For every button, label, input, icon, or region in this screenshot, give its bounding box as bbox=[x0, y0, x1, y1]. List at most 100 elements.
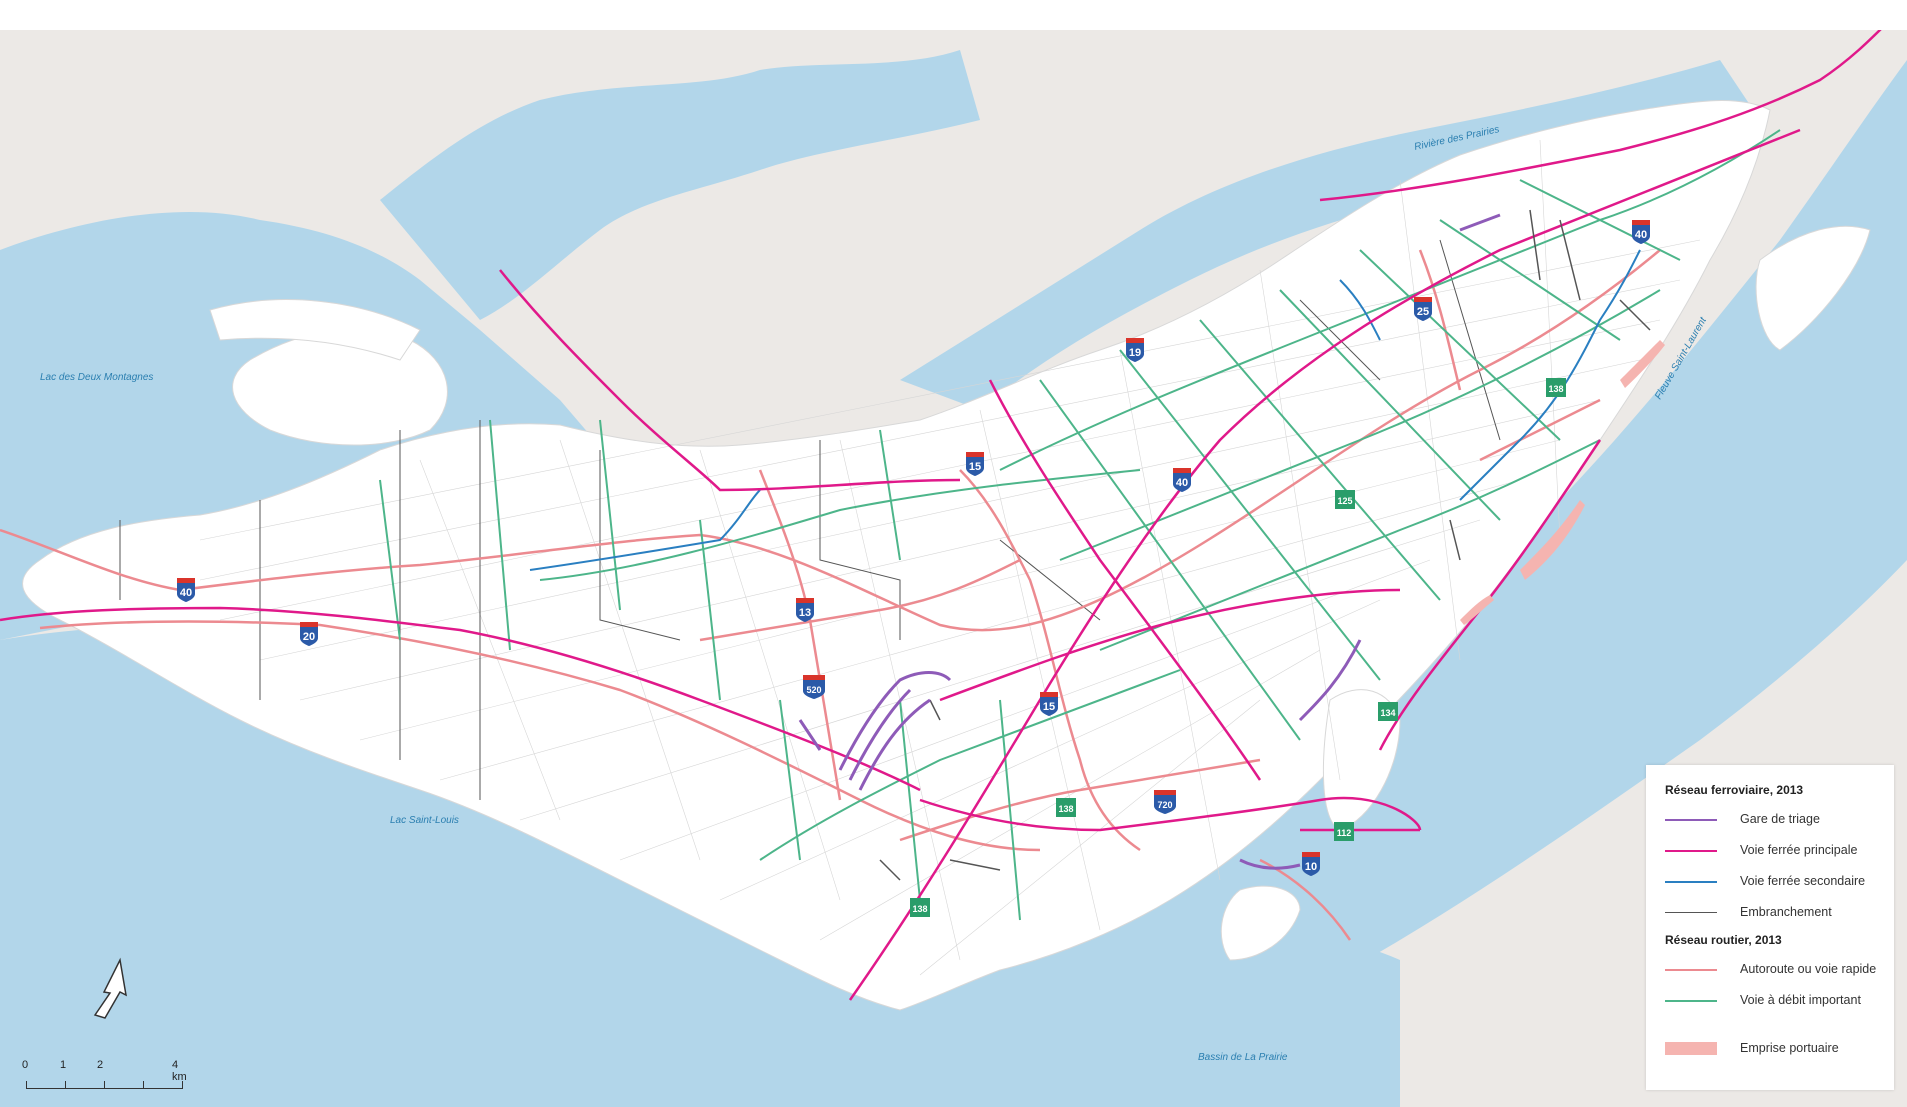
scale-tick bbox=[104, 1081, 105, 1089]
shield-r138-center-icon: 138 bbox=[1056, 798, 1076, 817]
islands bbox=[22, 100, 1871, 1011]
legend-symbol-port bbox=[1665, 1042, 1717, 1055]
yard-hochelaga bbox=[1459, 213, 1501, 232]
rail-cn-north bbox=[499, 269, 961, 492]
legend-symbol-arterial bbox=[1665, 1000, 1717, 1002]
legend-label: Voie à débit important bbox=[1740, 993, 1861, 1007]
rail-central-north bbox=[988, 379, 1262, 781]
rail-yards bbox=[798, 213, 1501, 870]
svg-text:40: 40 bbox=[1635, 229, 1647, 241]
legend-symbol-yard bbox=[1665, 819, 1717, 821]
upper-river-water bbox=[380, 50, 980, 320]
legend-label: Autoroute ou voie rapide bbox=[1740, 962, 1877, 976]
main-rail-network bbox=[0, 30, 1882, 1001]
scale-tick bbox=[65, 1081, 66, 1089]
shield-a520-icon: 520 bbox=[803, 675, 825, 699]
svg-text:40: 40 bbox=[180, 587, 192, 599]
rail-spurs bbox=[879, 209, 1651, 881]
fleuve-saint-laurent-water bbox=[700, 60, 1907, 1107]
svg-text:520: 520 bbox=[806, 685, 821, 695]
legend-item-voie-secondaire: Voie ferrée secondaire bbox=[1665, 872, 1890, 892]
svg-text:40: 40 bbox=[1176, 477, 1188, 489]
shield-a40-east-icon: 40 bbox=[1632, 220, 1650, 244]
shield-a720-icon: 720 bbox=[1154, 790, 1176, 814]
highway-13 bbox=[758, 469, 842, 801]
legend-label: Gare de triage bbox=[1740, 812, 1820, 826]
legend-item-voie-principale: Voie ferrée principale bbox=[1665, 841, 1890, 861]
rail-crosstown bbox=[939, 588, 1401, 702]
shield-a25-icon: 25 bbox=[1414, 297, 1432, 321]
legend-label: Emprise portuaire bbox=[1740, 1041, 1839, 1055]
svg-text:138: 138 bbox=[912, 904, 927, 914]
rail-diagonal-main bbox=[848, 128, 1801, 1001]
legend-symbol-main-rail bbox=[1665, 850, 1717, 852]
svg-text:125: 125 bbox=[1337, 496, 1352, 506]
legend-item-voie-debit: Voie à débit important bbox=[1665, 991, 1890, 1011]
shield-r138-east-icon: 138 bbox=[1546, 378, 1566, 397]
scale-tick bbox=[182, 1081, 183, 1089]
yard-turcot bbox=[838, 671, 952, 791]
shield-r112-icon: 112 bbox=[1334, 822, 1354, 841]
legend-item-emprise-portuaire: Emprise portuaire bbox=[1665, 1039, 1890, 1059]
map-legend: Réseau ferroviaire, 2013 Gare de triage … bbox=[1646, 765, 1894, 1090]
municipal-boundaries bbox=[119, 239, 1501, 800]
legend-label: Voie ferrée principale bbox=[1740, 843, 1858, 857]
shield-a20-icon: 20 bbox=[300, 622, 318, 646]
highway-20 bbox=[39, 620, 1041, 852]
interstate-shields: 40 20 13 520 15 15 19 40 25 40 bbox=[177, 220, 1650, 876]
montreal-transport-map: Lac des Deux Montagnes Rivière des Prair… bbox=[0, 30, 1907, 1107]
svg-text:25: 25 bbox=[1417, 306, 1429, 318]
bassin-la-prairie-water bbox=[860, 931, 1400, 1107]
svg-text:15: 15 bbox=[1043, 701, 1055, 713]
svg-text:19: 19 bbox=[1129, 347, 1141, 359]
svg-text:15: 15 bbox=[969, 461, 981, 473]
rail-northeast-main bbox=[1319, 30, 1882, 202]
shield-r125-icon: 125 bbox=[1335, 490, 1355, 509]
scale-label-1: 1 bbox=[60, 1059, 67, 1071]
legend-road-title: Réseau routier, 2013 bbox=[1665, 933, 1782, 947]
shield-a15-north-icon: 15 bbox=[966, 452, 984, 476]
yard-pointe-st-charles bbox=[1239, 858, 1301, 870]
legend-label: Voie ferrée secondaire bbox=[1740, 874, 1866, 888]
highway-25 bbox=[1418, 249, 1462, 391]
svg-text:720: 720 bbox=[1157, 800, 1172, 810]
scale-label-4km: 4 km bbox=[172, 1059, 187, 1083]
scale-bar: 0 1 2 4 km bbox=[22, 1055, 187, 1095]
route-shields: 125 138 134 138 112 138 bbox=[910, 378, 1566, 917]
highway-15 bbox=[959, 469, 1141, 852]
highway-40-west bbox=[0, 249, 1661, 632]
shield-a13-icon: 13 bbox=[796, 598, 814, 622]
legend-symbol-secondary-rail bbox=[1665, 881, 1717, 883]
svg-text:134: 134 bbox=[1380, 708, 1395, 718]
rail-cp-westshore bbox=[0, 606, 921, 792]
ile-de-montreal bbox=[22, 100, 1771, 1011]
svg-text:10: 10 bbox=[1305, 861, 1317, 873]
svg-text:138: 138 bbox=[1058, 804, 1073, 814]
scale-label-0: 0 bbox=[22, 1059, 29, 1071]
svg-text:20: 20 bbox=[303, 631, 315, 643]
legend-item-autoroute: Autoroute ou voie rapide bbox=[1665, 960, 1890, 980]
highway-network bbox=[0, 249, 1661, 941]
yard-port bbox=[1298, 639, 1362, 722]
label-lac-saint-louis: Lac Saint-Louis bbox=[390, 815, 459, 826]
iles-de-boucherville bbox=[1755, 225, 1871, 351]
svg-text:138: 138 bbox=[1548, 384, 1563, 394]
highway-720 bbox=[899, 758, 1261, 842]
shield-a40-west-icon: 40 bbox=[177, 578, 195, 602]
legend-symbol-highway bbox=[1665, 969, 1717, 971]
legend-symbol-spur bbox=[1665, 912, 1717, 913]
yard-lachine bbox=[798, 719, 822, 751]
legend-rail-title: Réseau ferroviaire, 2013 bbox=[1665, 783, 1804, 797]
shield-a40-center-icon: 40 bbox=[1173, 468, 1191, 492]
highway-138-east bbox=[1479, 398, 1601, 462]
svg-text:112: 112 bbox=[1337, 828, 1352, 838]
legend-item-gare-de-triage: Gare de triage bbox=[1665, 810, 1890, 830]
scale-label-2: 2 bbox=[97, 1059, 104, 1071]
highway-520 bbox=[699, 558, 1021, 642]
shield-r134-icon: 134 bbox=[1378, 702, 1398, 721]
port-lands bbox=[1460, 340, 1665, 625]
shield-a15-south-icon: 15 bbox=[1040, 692, 1058, 716]
ile-des-soeurs bbox=[1220, 885, 1301, 961]
scale-tick bbox=[26, 1081, 27, 1089]
label-bassin-de-la-prairie: Bassin de La Prairie bbox=[1198, 1052, 1288, 1063]
